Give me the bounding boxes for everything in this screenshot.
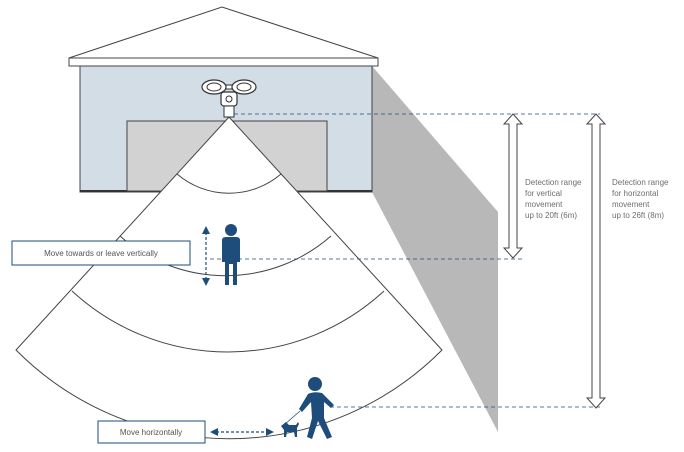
vertical-range-arrow bbox=[502, 113, 524, 259]
standing-person-icon bbox=[222, 224, 240, 285]
floodlight-camera-icon bbox=[201, 79, 257, 118]
dog-icon bbox=[281, 422, 299, 437]
vertical-move-label: Move towards or leave vertically bbox=[44, 249, 158, 258]
vertical-range-label: Detection range for vertical movement up… bbox=[525, 178, 584, 220]
vertical-move-box bbox=[11, 240, 191, 266]
zone-arc-3 bbox=[71, 290, 385, 353]
horizontal-range-arrow bbox=[585, 113, 607, 409]
horizontal-move-box bbox=[97, 420, 206, 444]
zone-arc-1 bbox=[176, 173, 282, 194]
horizontal-arrow-icon bbox=[210, 428, 274, 436]
roof bbox=[68, 6, 379, 59]
horizontal-move-label: Move horizontally bbox=[120, 428, 182, 437]
vertical-arrow-icon bbox=[202, 226, 210, 286]
side-shade bbox=[372, 66, 498, 432]
horizontal-range-label: Detection range for horizontal movement … bbox=[612, 178, 671, 220]
roof-eave bbox=[68, 57, 379, 67]
